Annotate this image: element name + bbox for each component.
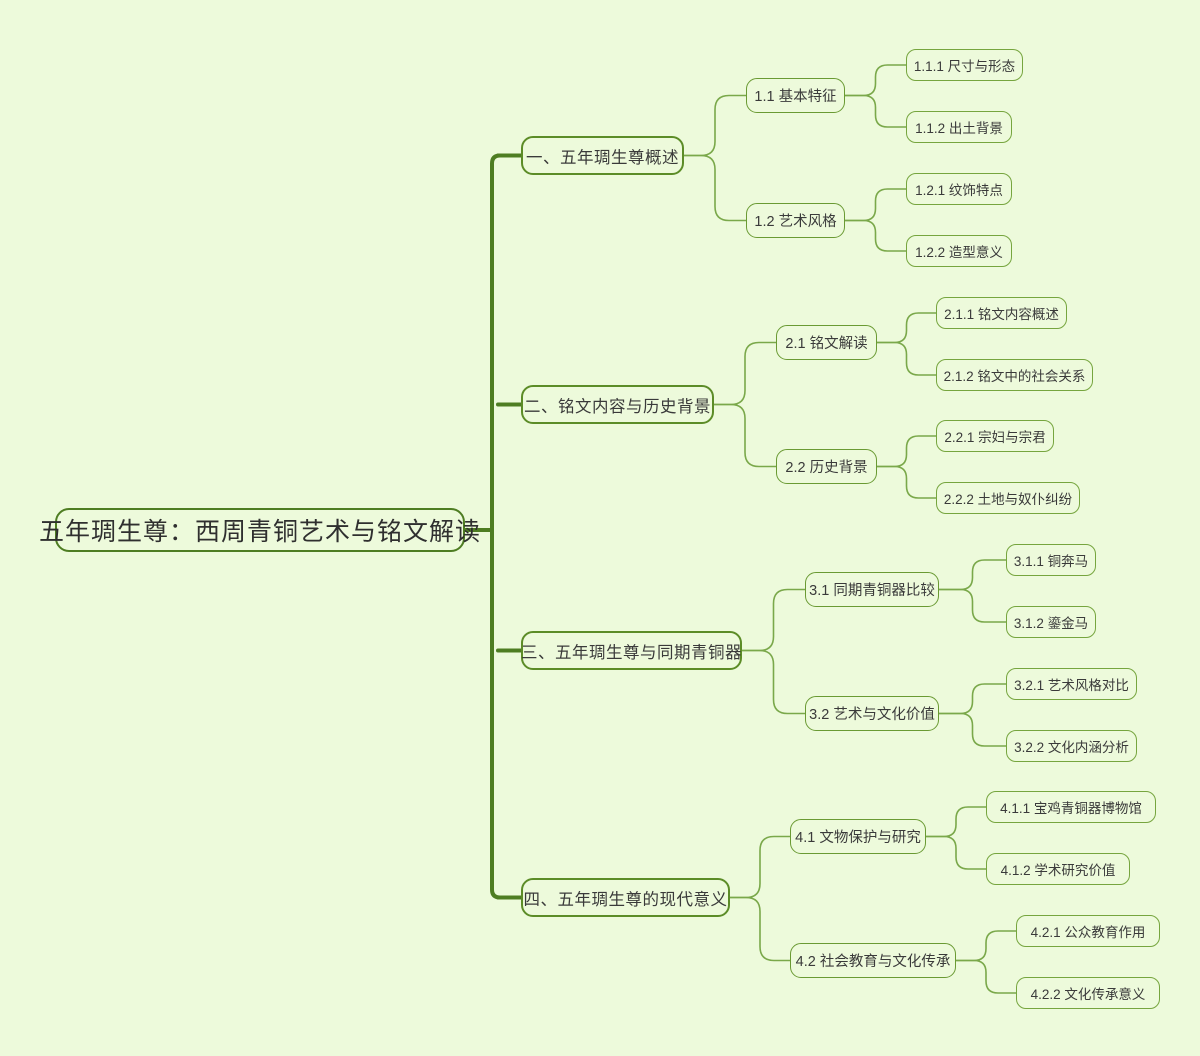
branch-edges — [683, 64, 1017, 994]
leaf-node-1-1-2-label: 1.1.2 出土背景 — [915, 121, 1003, 136]
branch-node-1-label: 一、五年琱生尊概述 — [526, 148, 679, 167]
leaf-node-4-1-1[interactable]: 4.1.1 宝鸡青铜器博物馆 — [986, 791, 1156, 823]
subbranch-node-3-2[interactable]: 3.2 艺术与文化价值 — [805, 696, 939, 731]
subbranch-node-4-1-label: 4.1 文物保护与研究 — [795, 830, 921, 846]
subbranch-node-1-1[interactable]: 1.1 基本特征 — [746, 78, 845, 113]
leaf-node-3-2-1-label: 3.2.1 艺术风格对比 — [1014, 678, 1129, 693]
leaf-node-4-1-1-label: 4.1.1 宝鸡青铜器博物馆 — [1000, 801, 1142, 816]
leaf-node-3-1-2-label: 3.1.2 鎏金马 — [1013, 616, 1089, 631]
leaf-node-1-1-1[interactable]: 1.1.1 尺寸与形态 — [906, 49, 1023, 81]
leaf-node-3-2-2[interactable]: 3.2.2 文化内涵分析 — [1006, 730, 1137, 762]
branch-node-3[interactable]: 三、五年琱生尊与同期青铜器 — [521, 631, 742, 670]
leaf-node-2-2-1[interactable]: 2.2.1 宗妇与宗君 — [936, 420, 1054, 452]
leaf-node-1-2-1-label: 1.2.1 纹饰特点 — [915, 183, 1003, 198]
leaf-node-3-2-1[interactable]: 3.2.1 艺术风格对比 — [1006, 668, 1137, 700]
branch-node-2[interactable]: 二、铭文内容与历史背景 — [521, 385, 714, 424]
leaf-node-4-1-2[interactable]: 4.1.2 学术研究价值 — [986, 853, 1130, 885]
leaf-node-3-1-1-label: 3.1.1 铜奔马 — [1013, 554, 1089, 569]
leaf-node-4-2-2[interactable]: 4.2.2 文化传承意义 — [1016, 977, 1160, 1009]
leaf-node-4-1-2-label: 4.1.2 学术研究价值 — [1000, 863, 1116, 878]
branch-node-3-label: 三、五年琱生尊与同期青铜器 — [521, 643, 742, 662]
subbranch-node-2-2[interactable]: 2.2 历史背景 — [776, 449, 877, 484]
subbranch-node-2-1[interactable]: 2.1 铭文解读 — [776, 325, 877, 360]
subbranch-node-3-1[interactable]: 3.1 同期青铜器比较 — [805, 572, 939, 607]
leaf-node-2-1-2-label: 2.1.2 铭文中的社会关系 — [943, 369, 1086, 384]
branch-node-4[interactable]: 四、五年琱生尊的现代意义 — [521, 878, 730, 917]
leaf-node-3-2-2-label: 3.2.2 文化内涵分析 — [1014, 740, 1129, 755]
subbranch-node-3-2-label: 3.2 艺术与文化价值 — [809, 707, 935, 723]
subbranch-node-4-1[interactable]: 4.1 文物保护与研究 — [790, 819, 926, 854]
leaf-node-4-2-1[interactable]: 4.2.1 公众教育作用 — [1016, 915, 1160, 947]
branch-node-2-label: 二、铭文内容与历史背景 — [524, 397, 711, 416]
leaf-node-4-2-1-label: 4.2.1 公众教育作用 — [1030, 925, 1146, 940]
leaf-node-1-2-1[interactable]: 1.2.1 纹饰特点 — [906, 173, 1012, 205]
subbranch-node-1-2[interactable]: 1.2 艺术风格 — [746, 203, 845, 238]
subbranch-node-1-2-label: 1.2 艺术风格 — [754, 214, 837, 230]
branch-node-4-label: 四、五年琱生尊的现代意义 — [523, 890, 728, 909]
leaf-node-3-1-2[interactable]: 3.1.2 鎏金马 — [1006, 606, 1096, 638]
leaf-node-1-2-2[interactable]: 1.2.2 造型意义 — [906, 235, 1012, 267]
subbranch-node-4-2[interactable]: 4.2 社会教育与文化传承 — [790, 943, 956, 978]
subbranch-node-2-1-label: 2.1 铭文解读 — [785, 336, 868, 352]
leaf-node-2-2-2[interactable]: 2.2.2 土地与奴仆纠纷 — [936, 482, 1080, 514]
leaf-node-3-1-1[interactable]: 3.1.1 铜奔马 — [1006, 544, 1096, 576]
subbranch-node-3-1-label: 3.1 同期青铜器比较 — [809, 583, 935, 599]
trunk-edges — [463, 153, 523, 900]
leaf-node-2-1-2[interactable]: 2.1.2 铭文中的社会关系 — [936, 359, 1093, 391]
root-node-label: 五年琱生尊：西周青铜艺术与铭文解读 — [39, 518, 482, 546]
leaf-node-1-1-2[interactable]: 1.1.2 出土背景 — [906, 111, 1012, 143]
leaf-node-1-2-2-label: 1.2.2 造型意义 — [915, 245, 1003, 260]
root-node[interactable]: 五年琱生尊：西周青铜艺术与铭文解读 — [39, 508, 480, 552]
leaf-node-2-2-1-label: 2.2.1 宗妇与宗君 — [944, 430, 1046, 445]
subbranch-node-4-2-label: 4.2 社会教育与文化传承 — [795, 954, 951, 970]
leaf-node-4-2-2-label: 4.2.2 文化传承意义 — [1030, 987, 1146, 1002]
leaf-node-2-1-1-label: 2.1.1 铭文内容概述 — [944, 307, 1059, 322]
subbranch-node-1-1-label: 1.1 基本特征 — [754, 89, 837, 105]
leaf-node-1-1-1-label: 1.1.1 尺寸与形态 — [913, 59, 1016, 74]
subbranch-node-2-2-label: 2.2 历史背景 — [785, 460, 868, 476]
branch-node-1[interactable]: 一、五年琱生尊概述 — [521, 136, 684, 175]
leaf-node-2-2-2-label: 2.2.2 土地与奴仆纠纷 — [943, 492, 1073, 507]
leaf-node-2-1-1[interactable]: 2.1.1 铭文内容概述 — [936, 297, 1067, 329]
